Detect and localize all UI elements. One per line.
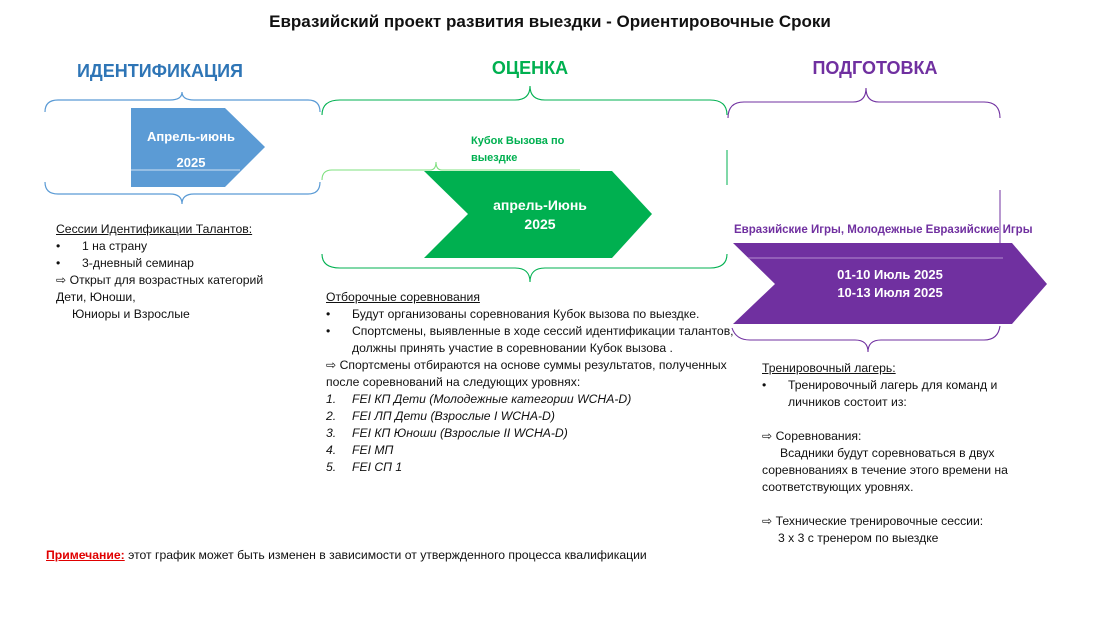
arrow-item: ⇨ Спортсмены отбираются на основе суммы … [326, 357, 746, 391]
assessment-bottom-brace [321, 253, 728, 283]
identification-top-brace [44, 91, 321, 113]
level-text: FEI КП Юноши (Взрослые II WCHA-D) [352, 426, 568, 440]
identification-arrow-shape [131, 108, 265, 187]
identification-details: Сессии Идентификации Талантов: •1 на стр… [56, 221, 316, 323]
level-text: FEI СП 1 [352, 460, 403, 474]
level-item: 1. FEI КП Дети (Молодежные категории WCHA… [326, 391, 746, 408]
level-item: 4. FEI МП [326, 442, 746, 459]
page-title: Евразийский проект развития выездки - Ор… [269, 12, 831, 31]
assessment-date-range: апрель-Июнь [493, 197, 587, 213]
assessment-arrow-shape [424, 171, 652, 258]
games-label: Евразийские Игры, Молодежные Евразийские… [734, 224, 1033, 236]
arrow-item: ⇨ Открыт для возрастных категорий [56, 272, 316, 289]
arrow-right-icon: ⇨ [762, 514, 776, 528]
bullet-text: 1 на страну [82, 239, 148, 253]
note-label: Примечание: [46, 548, 125, 562]
level-number: 2. [326, 409, 337, 423]
footnote: Примечание: этот график может быть измен… [46, 547, 647, 564]
arrow-item-text: Соревнования: [775, 429, 862, 443]
bullet-text: Будут организованы соревнования Кубок вы… [352, 307, 700, 321]
assessment-arrow-label: апрель-Июнь 2025 [465, 196, 615, 234]
sessions-text: 3 x 3 с тренером по выездке [778, 531, 939, 545]
level-number: 4. [326, 443, 337, 457]
preparation-arrow-shape [733, 243, 1047, 324]
level-text: FEI КП Дети (Молодежные категории WCHA-D… [352, 392, 632, 406]
arrow-right-icon: ⇨ [762, 429, 776, 443]
arrow-item-text: Технические тренировочные сессии: [775, 514, 984, 528]
age-categories-line: Дети, Юноши, [56, 290, 136, 304]
preparation-bottom-brace [731, 325, 1001, 353]
level-item: 3. FEI КП Юноши (Взрослые II WCHA-D) [326, 425, 746, 442]
level-number: 5. [326, 460, 337, 474]
list-item: •3-дневный семинар [56, 256, 194, 270]
bullet-text: 3-дневный семинар [82, 256, 194, 270]
assessment-year: 2025 [524, 216, 556, 232]
identification-date-range: Апрель-июнь [147, 129, 235, 144]
bullet-text: Тренировочный лагерь для команд и личник… [788, 378, 998, 409]
list-item: •Будут организованы соревнования Кубок в… [326, 307, 700, 321]
arrow-right-icon: ⇨ [326, 358, 340, 372]
competitions-text: Всадники будут соревноваться в двух соре… [762, 446, 1008, 494]
assessment-top-brace [321, 85, 728, 116]
cup-label: Кубок Вызова по выездке [471, 135, 565, 164]
identification-bottom-brace [44, 181, 321, 205]
preparation-header: ПОДГОТОВКА [812, 58, 938, 78]
arrow-item-text: Спортсмены отбираются на основе суммы ре… [326, 358, 727, 389]
level-text: FEI ЛП Дети (Взрослые I WCHA-D) [352, 409, 555, 423]
note-text: этот график может быть изменен в зависим… [124, 548, 647, 562]
age-categories-line: Юниоры и Взрослые [72, 307, 190, 321]
arrow-item: ⇨ Технические тренировочные сессии: [762, 513, 1042, 530]
arrow-right-icon: ⇨ [56, 273, 70, 287]
level-number: 1. [326, 392, 337, 406]
assessment-heading: Отборочные соревнования [326, 290, 480, 304]
identification-header: ИДЕНТИФИКАЦИЯ [76, 61, 243, 81]
preparation-arrow-label: 01-10 Июль 2025 10-13 Июля 2025 [800, 266, 980, 302]
level-text: FEI МП [352, 443, 394, 457]
preparation-date-2: 10-13 Июля 2025 [837, 285, 943, 300]
identification-heading: Сессии Идентификации Талантов: [56, 222, 253, 236]
preparation-details: Тренировочный лагерь: •Тренировочный лаг… [762, 360, 1042, 547]
level-item: 2. FEI ЛП Дети (Взрослые I WCHA-D) [326, 408, 746, 425]
preparation-top-brace [727, 87, 1001, 119]
list-item: •Тренировочный лагерь для команд и лични… [762, 377, 1042, 411]
level-item: 5. FEI СП 1 [326, 459, 746, 476]
list-item: •Спортсмены, выявленные в ходе сессий ид… [326, 323, 746, 357]
bullet-text: Спортсмены, выявленные в ходе сессий иде… [352, 324, 734, 355]
identification-arrow-label: Апрель-июнь 2025 [131, 124, 251, 176]
list-item: •1 на страну [56, 239, 148, 253]
cup-brace [321, 161, 580, 181]
arrow-item-text: Открыт для возрастных категорий [69, 273, 264, 287]
assessment-header: ОЦЕНКА [491, 58, 569, 78]
preparation-date-1: 01-10 Июль 2025 [837, 267, 943, 282]
assessment-details: Отборочные соревнования •Будут организов… [326, 289, 746, 476]
preparation-heading: Тренировочный лагерь: [762, 361, 896, 375]
arrow-item: ⇨ Соревнования: [762, 428, 1042, 445]
identification-year: 2025 [176, 155, 206, 170]
level-number: 3. [326, 426, 337, 440]
